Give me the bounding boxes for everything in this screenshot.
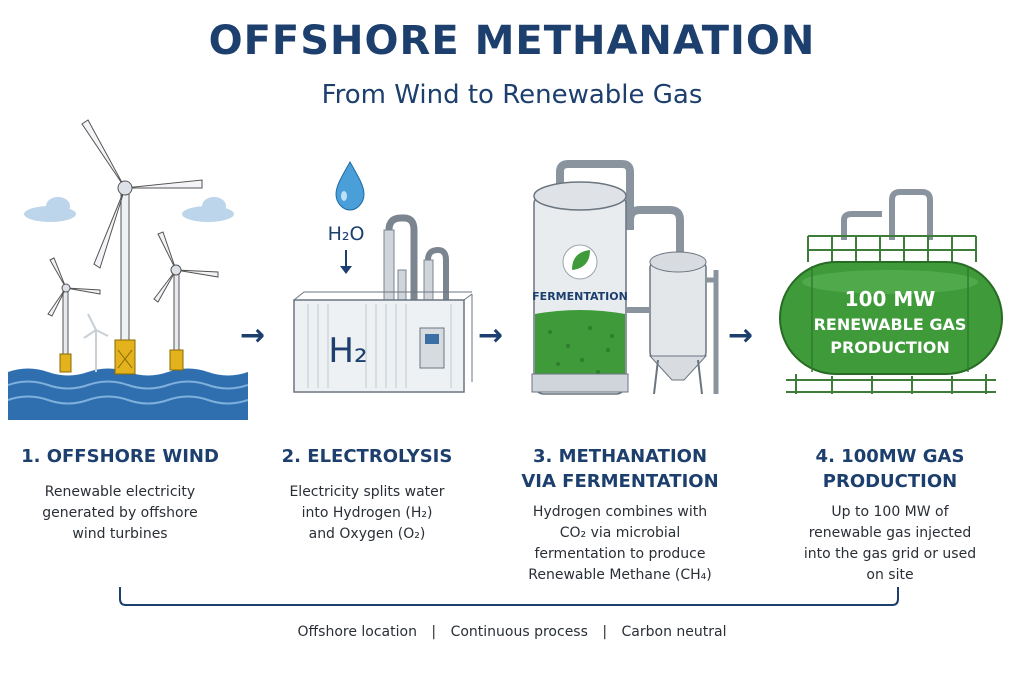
gas-tank-illustration: 100 MW RENEWABLE GAS PRODUCTION	[779, 189, 1003, 394]
page-subtitle: From Wind to Renewable Gas	[321, 80, 703, 110]
tank-label-line3: PRODUCTION	[830, 338, 950, 357]
electrolysis-illustration: H₂O H₂	[293, 160, 473, 393]
wind-turbine-icon	[83, 313, 109, 372]
step-2-title: 2. ELECTROLYSIS	[281, 446, 453, 467]
process-bracket	[119, 587, 899, 606]
gas-storage-tank: 100 MW RENEWABLE GAS PRODUCTION	[779, 261, 1003, 375]
page-title: OFFSHORE METHANATION	[208, 18, 816, 64]
arrow-right-icon: →	[240, 318, 266, 353]
water-formula-label: H₂O	[328, 223, 365, 245]
secondary-vessel	[648, 251, 708, 395]
cloud-icon	[24, 197, 234, 222]
arrow-right-icon: →	[728, 318, 754, 353]
footer-summary: Offshore location | Continuous process |…	[0, 624, 1024, 640]
leaf-icon	[572, 250, 590, 270]
arrow-right-icon: →	[478, 318, 504, 353]
footer-separator: |	[431, 624, 437, 640]
wind-turbine-icon	[47, 257, 101, 373]
water-drop-icon	[335, 160, 365, 211]
fermentation-illustration: FERMENTATION	[531, 160, 719, 395]
wind-turbine-icon	[81, 119, 203, 375]
tank-label-line2: RENEWABLE GAS	[814, 315, 967, 334]
fermenter-label: FERMENTATION	[532, 290, 628, 303]
footer-item-process: Continuous process	[450, 624, 588, 640]
pipe-assembly	[383, 214, 449, 301]
container-label: H₂	[328, 331, 367, 371]
electrolyzer-container: H₂	[293, 291, 473, 393]
footer-separator: |	[602, 624, 608, 640]
sea-waves	[8, 368, 248, 420]
fermentation-vessel: FERMENTATION	[531, 181, 629, 395]
footer-item-location: Offshore location	[297, 624, 417, 640]
tank-capacity-label: 100 MW	[845, 287, 936, 311]
step-1-title: 1. OFFSHORE WIND	[21, 446, 219, 467]
offshore-wind-illustration	[8, 119, 248, 420]
footer-item-carbon: Carbon neutral	[621, 624, 727, 640]
wind-turbine-icon	[153, 231, 219, 371]
